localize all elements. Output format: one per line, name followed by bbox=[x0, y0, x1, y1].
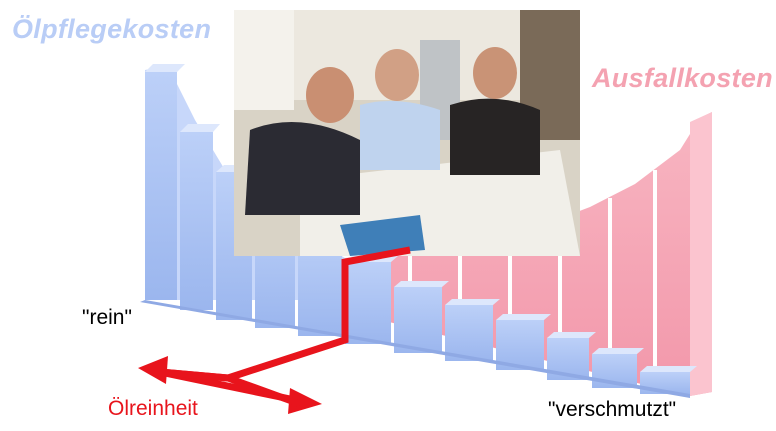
care-bar-8 bbox=[445, 305, 493, 361]
care-bar-1 bbox=[145, 72, 177, 300]
care-bar-7 bbox=[394, 287, 442, 353]
oil-purity-indicator bbox=[138, 246, 411, 414]
label-clean: "rein" bbox=[82, 306, 132, 329]
care-bar-2 bbox=[180, 132, 213, 310]
arrow-left-icon bbox=[138, 356, 168, 384]
arrow-right-icon bbox=[288, 388, 322, 414]
care-bar-9 bbox=[496, 320, 544, 370]
title-failure-costs: Ausfallkosten bbox=[592, 63, 773, 93]
meeting-photo bbox=[234, 10, 580, 256]
axis-label-oil-purity: Ölreinheit bbox=[108, 397, 198, 420]
care-bar-6 bbox=[345, 262, 391, 344]
title-care-costs: Ölpflegekosten bbox=[12, 14, 212, 44]
label-dirty: "verschmutzt" bbox=[548, 398, 677, 421]
